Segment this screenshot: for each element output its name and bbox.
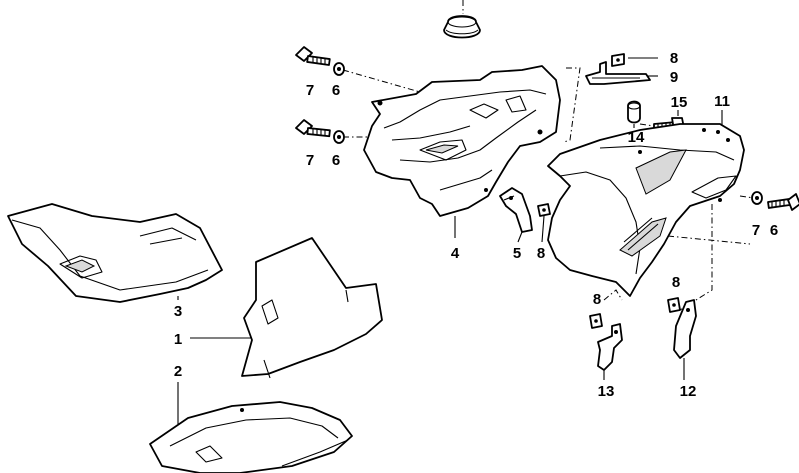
callout-7-a: 7 <box>306 82 314 99</box>
bolt-washer-upper <box>295 46 421 93</box>
vertical-panel-part <box>190 237 383 379</box>
callout-3: 3 <box>174 303 182 320</box>
bracket-12-part <box>667 297 697 380</box>
bracket-13-part <box>589 313 623 380</box>
callout-6-a: 6 <box>332 82 340 99</box>
callout-8-low-a: 8 <box>593 291 601 308</box>
left-upper-panel-part <box>7 203 223 303</box>
callout-8-top: 8 <box>670 50 678 67</box>
callout-11: 11 <box>714 93 730 110</box>
bolt-washer-lower <box>295 119 378 144</box>
grommet-part <box>443 0 481 39</box>
callout-7-c: 7 <box>752 222 760 239</box>
bracket-5-part <box>499 187 551 243</box>
callout-6-b: 6 <box>332 152 340 169</box>
bracket-9-part <box>563 53 658 143</box>
callout-8-low-b: 8 <box>672 274 680 291</box>
callout-14: 14 <box>628 129 645 146</box>
callout-4: 4 <box>451 245 460 262</box>
callout-2: 2 <box>174 363 182 380</box>
callout-5: 5 <box>513 245 521 262</box>
callout-8-mid: 8 <box>537 245 545 262</box>
bolt-washer-right <box>739 191 799 211</box>
callout-13: 13 <box>598 383 615 400</box>
main-duct-housing-part <box>547 110 751 311</box>
callout-7-b: 7 <box>306 152 314 169</box>
callout-6-c: 6 <box>770 222 778 239</box>
callout-9: 9 <box>670 69 678 86</box>
lower-tray-part <box>149 382 353 473</box>
callout-1: 1 <box>174 331 182 348</box>
callout-12: 12 <box>680 383 697 400</box>
callout-15: 15 <box>671 94 688 111</box>
upper-duct-housing-part <box>363 65 561 238</box>
